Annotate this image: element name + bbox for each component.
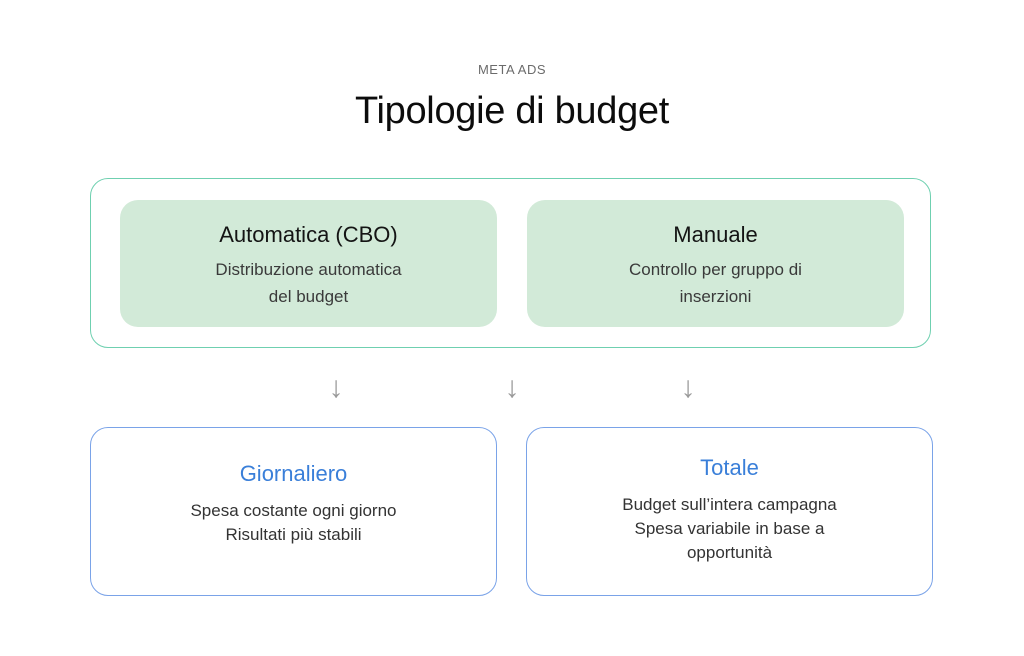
card-description-line: Distribuzione automatica bbox=[215, 260, 402, 279]
card-description-line: Budget sull’intera campagna bbox=[622, 495, 837, 514]
card-description-line: inserzioni bbox=[679, 287, 752, 306]
card-totale: Totale Budget sull’intera campagna Spesa… bbox=[526, 427, 933, 596]
card-description-line: opportunità bbox=[686, 543, 773, 562]
card-description-line: del budget bbox=[268, 287, 349, 306]
arrow-down-icon: ↓ bbox=[504, 371, 520, 404]
card-title: Totale bbox=[700, 455, 759, 480]
card-description-line: Spesa costante ogni giorno bbox=[190, 501, 397, 520]
page-title: Tipologie di budget bbox=[354, 90, 670, 132]
card-description-line: Risultati più stabili bbox=[225, 525, 362, 544]
card-title: Manuale bbox=[673, 222, 758, 247]
arrow-down-icon: ↓ bbox=[328, 371, 344, 404]
allocation-group-container bbox=[90, 178, 931, 348]
card-description-line: Controllo per gruppo di bbox=[629, 260, 802, 279]
card-automatica-cbo: Automatica (CBO) Distribuzione automatic… bbox=[120, 200, 497, 327]
card-description-line: Spesa variabile in base a bbox=[634, 519, 825, 538]
arrow-down-icon: ↓ bbox=[680, 371, 696, 404]
card-title: Giornaliero bbox=[239, 461, 348, 486]
card-giornaliero: Giornaliero Spesa costante ogni giorno R… bbox=[90, 427, 497, 596]
eyebrow-label: META ADS bbox=[477, 62, 547, 77]
card-manuale: Manuale Controllo per gruppo di inserzio… bbox=[527, 200, 904, 327]
card-title: Automatica (CBO) bbox=[219, 222, 398, 247]
